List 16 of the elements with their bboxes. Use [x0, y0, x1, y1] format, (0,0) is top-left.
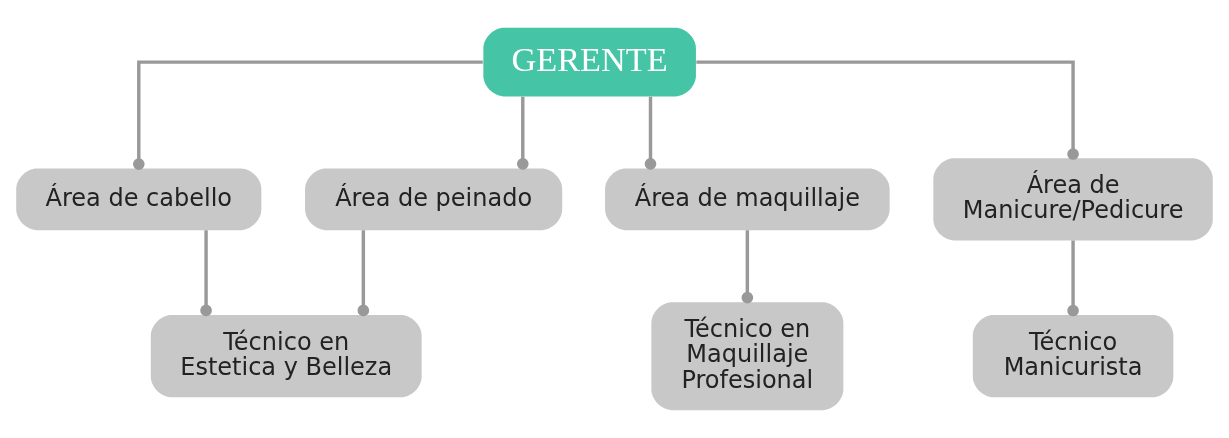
- node-box: Área de peinado: [305, 168, 563, 231]
- connector: [132, 60, 483, 170]
- node-box: Técnico Manicurista: [972, 315, 1174, 398]
- connector: [357, 230, 370, 317]
- node-box: Área de maquillaje: [605, 168, 890, 231]
- node-box: Técnico en Estetica y Belleza: [150, 315, 422, 398]
- connector: [516, 96, 529, 170]
- connector: [644, 96, 657, 170]
- node-box: Técnico en Maquillaje Profesional: [651, 302, 844, 411]
- connector: [1067, 240, 1079, 317]
- node-box: Área de cabello: [16, 168, 262, 231]
- connector: [741, 230, 754, 304]
- connector: [696, 60, 1079, 160]
- node-box: Área de Manicure/Pedicure: [933, 158, 1213, 241]
- connector: [200, 230, 212, 317]
- node-box: GERENTE: [483, 27, 696, 97]
